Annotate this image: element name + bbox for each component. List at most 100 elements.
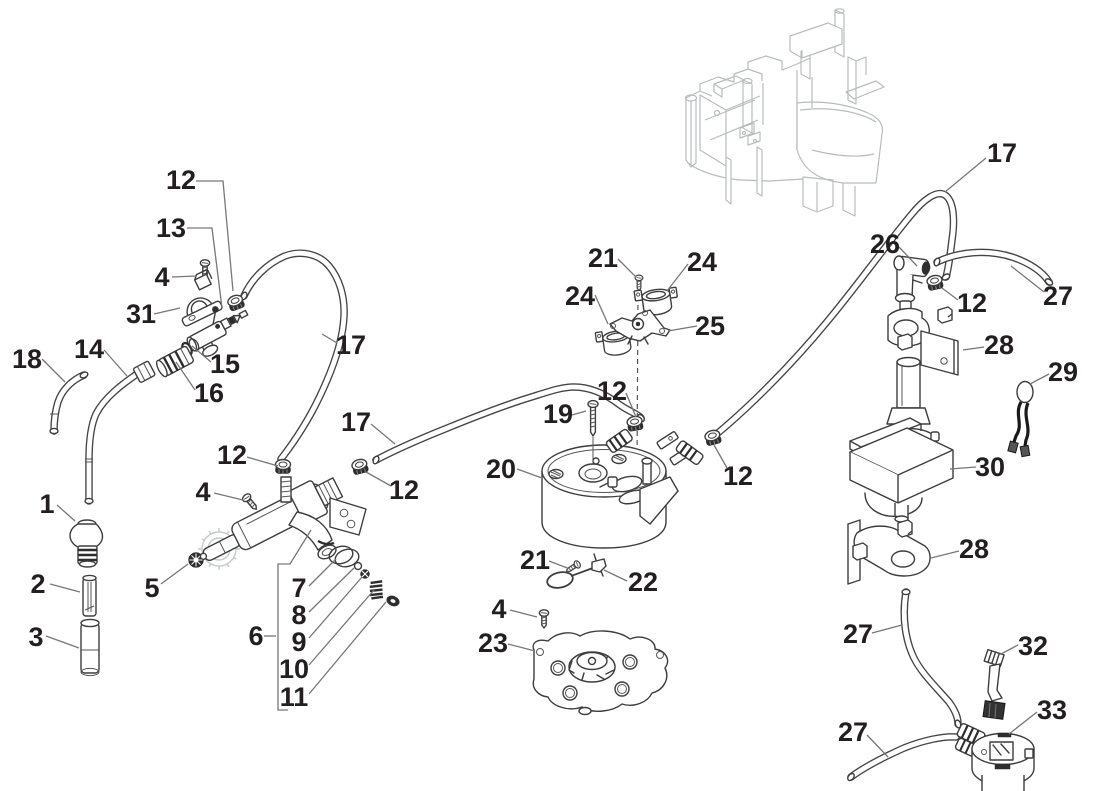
callout-23: 23	[478, 628, 536, 658]
thermostat-group	[594, 274, 681, 465]
pipe-fitting-16	[155, 345, 194, 378]
leader-line	[308, 576, 363, 639]
part-number-label: 23	[478, 628, 508, 658]
boiler-flange	[639, 476, 679, 525]
part-number-label: 2	[30, 569, 45, 599]
leader-line	[617, 258, 637, 278]
part-number-label: 20	[486, 454, 516, 484]
leader-line	[308, 567, 355, 613]
chassis-housing-ghost	[684, 8, 885, 217]
leader-line	[962, 346, 985, 351]
callout-24: 24	[565, 281, 609, 325]
callout-9: 9	[291, 576, 363, 657]
callout-16: 16	[175, 361, 224, 408]
callout-3: 3	[28, 622, 80, 652]
wire-clip-22	[546, 553, 607, 589]
part-number-label: 7	[291, 573, 306, 603]
tube-17-right	[709, 190, 958, 441]
cable-connector-32	[982, 648, 1006, 720]
leader-line	[308, 558, 337, 587]
part-number-label: 17	[341, 407, 371, 437]
leader-line	[941, 287, 959, 301]
part-number-label: 12	[957, 288, 987, 318]
boiler-20	[541, 399, 723, 549]
part-number-label: 12	[389, 475, 419, 505]
callout-17: 17	[321, 330, 366, 360]
leader-line	[1029, 373, 1050, 385]
leader-line	[1008, 711, 1038, 735]
part-number-label: 17	[336, 330, 366, 360]
nut-12	[625, 414, 645, 433]
leader-line	[516, 468, 543, 479]
leader-line	[153, 307, 181, 315]
tube-27-middle	[900, 588, 962, 729]
tube-27-lower	[847, 733, 960, 782]
inlet-pipe-long	[84, 360, 156, 505]
callout-17: 17	[944, 138, 1017, 193]
pump-bracket-28-lower	[847, 519, 931, 585]
leader-line	[949, 466, 977, 470]
boiler-terminals	[656, 431, 704, 466]
part-number-label: 4	[195, 477, 210, 507]
callout-14: 14	[74, 334, 128, 377]
callout-28: 28	[962, 330, 1014, 360]
screw-4c	[538, 609, 550, 629]
part-number-label: 24	[687, 247, 717, 277]
leader-line	[871, 624, 903, 634]
callout-19: 19	[543, 399, 587, 429]
leader-line	[187, 227, 223, 309]
callout-5: 5	[144, 563, 189, 603]
steam-valve-assembly	[188, 457, 400, 711]
nut-12	[350, 457, 370, 477]
leader-line	[713, 444, 728, 469]
nut-12	[274, 458, 292, 475]
part-number-label: 27	[838, 717, 868, 747]
callout-28: 28	[930, 534, 989, 564]
part-number-label: 3	[28, 622, 43, 652]
callout-27: 27	[1010, 265, 1073, 311]
leader-line	[160, 563, 189, 585]
callout-12: 12	[217, 440, 279, 470]
part-number-label: 12	[723, 461, 753, 491]
leader-line	[191, 345, 212, 363]
part-number-label: 21	[520, 545, 550, 575]
callout-20: 20	[486, 454, 543, 484]
nut-12	[925, 273, 945, 293]
leader-line	[196, 180, 234, 292]
leader-line	[548, 560, 571, 570]
callout-21: 21	[588, 243, 637, 278]
part-number-label: 17	[987, 138, 1017, 168]
part-number-label: 30	[975, 452, 1005, 482]
callout-27: 27	[838, 717, 889, 758]
part-number-label: 6	[248, 621, 263, 651]
part-number-label: 12	[217, 440, 247, 470]
boiler-top-holes	[548, 453, 627, 483]
part-number-label: 32	[1018, 631, 1048, 661]
leader-line	[1000, 644, 1019, 655]
part-number-label: 31	[126, 299, 156, 329]
part-number-label: 8	[291, 600, 306, 630]
callout-2: 2	[30, 569, 81, 599]
callout-24: 24	[666, 247, 717, 292]
callout-31: 31	[126, 299, 181, 329]
callout-15: 15	[191, 345, 240, 379]
valve-seal-ring-7	[328, 545, 360, 568]
callout-8: 8	[291, 567, 355, 630]
part-number-label: 15	[210, 349, 240, 379]
part-number-label: 24	[565, 281, 595, 311]
tube-27-upper	[933, 248, 1054, 286]
leader-line	[45, 635, 80, 649]
leader-line	[509, 609, 538, 618]
callout-18: 18	[12, 344, 66, 383]
callout-6: 6	[248, 621, 276, 651]
pump-bracket-28-upper	[887, 306, 959, 376]
callout-4: 4	[154, 262, 197, 292]
part-number-label: 29	[1048, 357, 1078, 387]
leader-line	[594, 294, 609, 325]
callout-33: 33	[1008, 695, 1067, 735]
callout-29: 29	[1029, 357, 1078, 387]
leader-line	[56, 504, 76, 522]
thermostat-bracket-25	[609, 309, 671, 345]
